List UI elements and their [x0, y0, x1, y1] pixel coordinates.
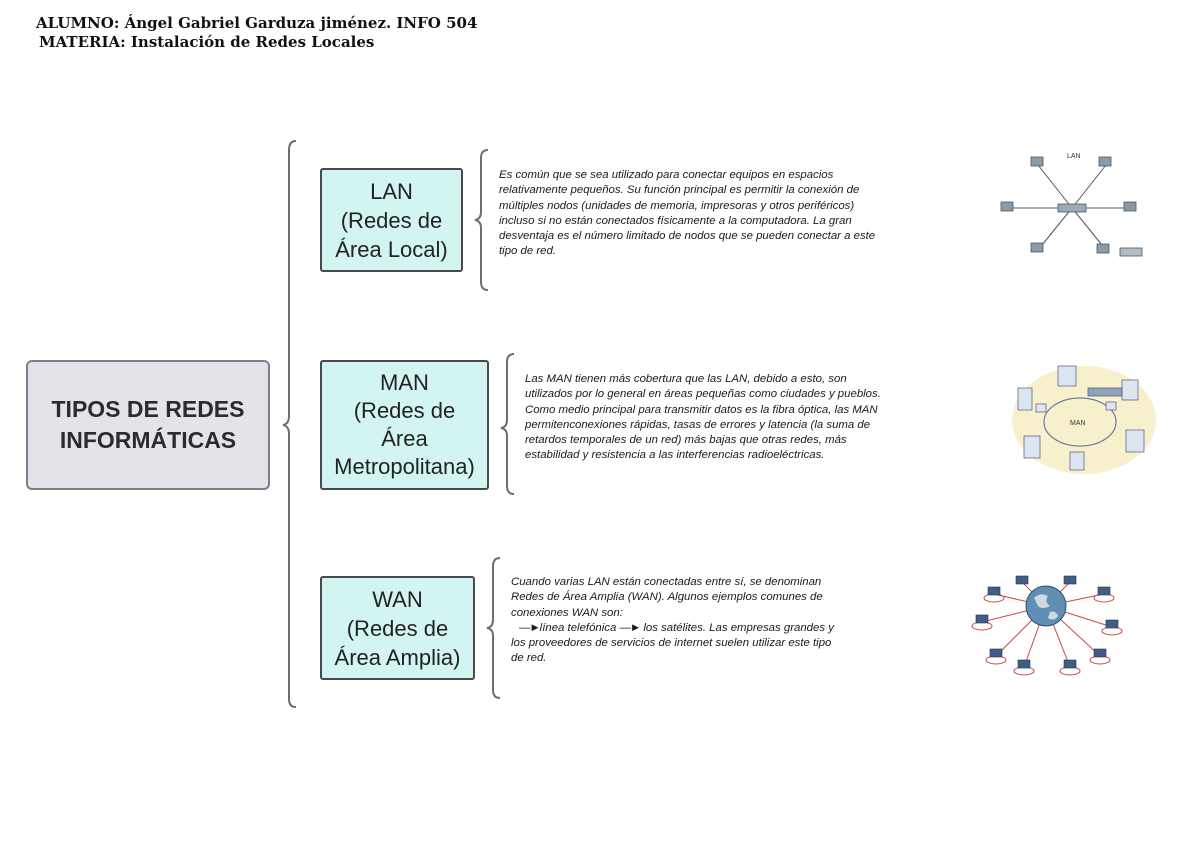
- lan-subtitle-1: (Redes de: [340, 207, 443, 233]
- wan-desc-examples: —►línea telefónica —► los satélites. Las…: [511, 621, 834, 636]
- lan-desc-line: incluso si no están conectados físicamen…: [499, 214, 852, 227]
- building-icon: [1017, 365, 1145, 471]
- man-desc-line: Como medio principal para transmitir dat…: [525, 403, 878, 416]
- main-topic-box: TIPOS DE REDES INFORMÁTICAS: [26, 360, 270, 490]
- arrow-right-icon: —►: [519, 621, 541, 634]
- man-desc-line: estabilidad y resistencia a las interfer…: [525, 449, 825, 462]
- man-subtitle-2: Área: [381, 426, 428, 451]
- man-subtitle-1: (Redes de: [353, 398, 456, 423]
- lan-title: LAN: [370, 178, 413, 204]
- wan-desc-line: Cuando varias LAN están conectadas entre…: [511, 576, 822, 588]
- lan-box: LAN (Redes de Área Local): [320, 168, 463, 272]
- lan-bracket: [474, 149, 489, 291]
- lan-description: Es común que se sea utilizado para conec…: [499, 168, 875, 260]
- wan-title: WAN: [372, 586, 423, 612]
- lan-desc-line: tipo de red.: [499, 245, 556, 258]
- main-topic-line2: INFORMÁTICAS: [59, 427, 237, 453]
- student-line: ALUMNO: Ángel Gabriel Garduza jiménez. I…: [36, 14, 478, 32]
- wan-subtitle-1: (Redes de: [346, 615, 449, 641]
- lan-desc-line: Es común que se sea utilizado para conec…: [499, 169, 834, 181]
- switch-icon: [1057, 203, 1087, 213]
- man-desc-line: Las MAN tienen más cobertura que las LAN…: [525, 373, 847, 385]
- man-description: Las MAN tienen más cobertura que las LAN…: [525, 372, 881, 464]
- wan-desc-line: los proveedores de servicios de internet…: [511, 637, 832, 650]
- lan-image-label: LAN: [1067, 153, 1081, 160]
- main-bracket: [282, 140, 297, 708]
- wan-example-satellite: los satélites. Las empresas grandes y: [643, 621, 834, 634]
- man-title: MAN: [380, 370, 429, 395]
- wan-box: WAN (Redes de Área Amplia): [320, 576, 475, 680]
- wan-desc-line: de red.: [511, 652, 547, 665]
- lan-subtitle-2: Área Local): [335, 236, 448, 262]
- wan-bracket: [486, 557, 501, 699]
- wan-desc-line: Redes de Área Amplia (WAN). Algunos ejem…: [511, 591, 823, 604]
- wan-subtitle-2: Área Amplia): [334, 644, 461, 670]
- lan-desc-line: relativamente pequeños. Su función princ…: [499, 184, 860, 197]
- man-bracket: [500, 353, 515, 495]
- man-image-label: MAN: [1070, 420, 1086, 427]
- arrow-right-icon: —►: [619, 621, 641, 634]
- man-subtitle-3: Metropolitana): [334, 454, 475, 479]
- wan-network-image: [971, 575, 1123, 676]
- man-box: MAN (Redes de Área Metropolitana): [320, 360, 489, 490]
- computer-icon: [1000, 156, 1137, 254]
- lan-desc-line: desventaja es el número limitado de nodo…: [499, 230, 876, 243]
- man-network-image: MAN: [1012, 365, 1156, 474]
- computer-icon: [975, 575, 1119, 669]
- wan-example-phone: línea telefónica: [539, 621, 617, 634]
- man-desc-line: permitenconexiones rápidas, tasas de err…: [525, 418, 871, 431]
- header: ALUMNO: Ángel Gabriel Garduza jiménez. I…: [36, 14, 477, 52]
- lan-network-image: LAN: [1000, 153, 1143, 257]
- lan-desc-line: múltiples nodos (unidades de memoria, im…: [499, 199, 855, 212]
- printer-icon: [1119, 247, 1143, 257]
- man-desc-line: retardos temporales de un red) más bajas…: [525, 434, 847, 447]
- wan-description: Cuando varias LAN están conectadas entre…: [511, 575, 834, 667]
- man-desc-line: utilizados por lo general en áreas peque…: [525, 388, 881, 401]
- subject-line: MATERIA: Instalación de Redes Locales: [39, 33, 375, 51]
- wan-desc-line: conexiones WAN son:: [511, 606, 623, 619]
- main-topic-line1: TIPOS DE REDES: [51, 396, 245, 422]
